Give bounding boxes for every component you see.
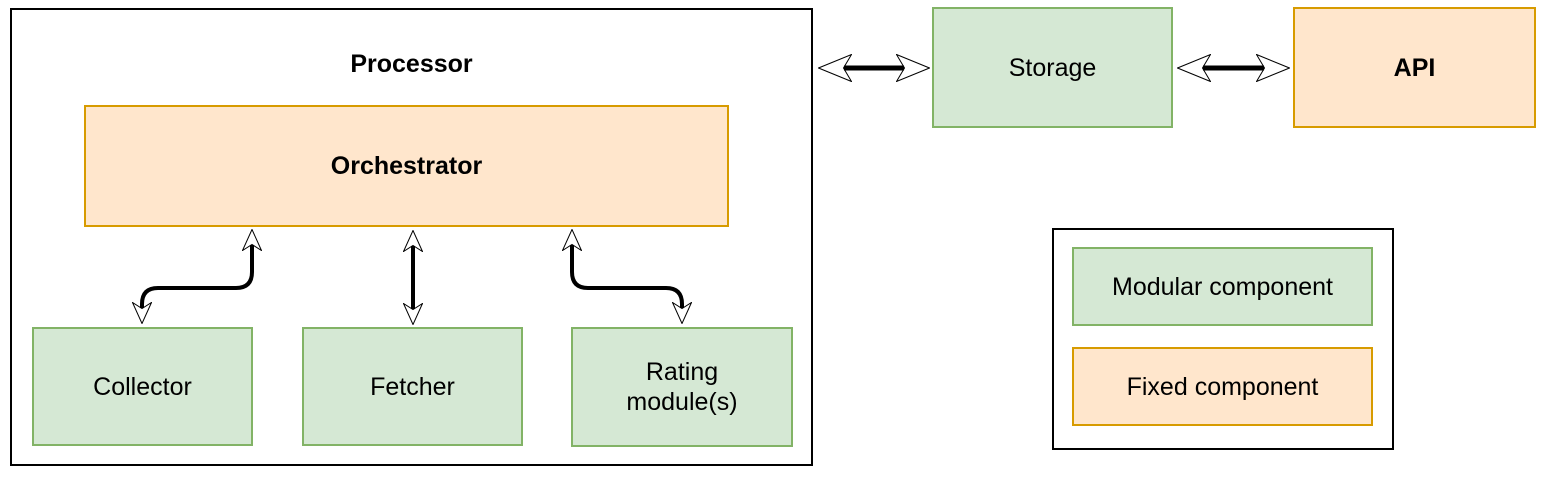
processor-container: Processor Orchestrator Collector Fetcher… <box>10 8 813 466</box>
collector-label: Collector <box>93 372 192 401</box>
storage-label: Storage <box>1008 53 1097 82</box>
rating-modules-node: Rating module(s) <box>571 327 793 447</box>
orchestrator-label: Orchestrator <box>330 152 483 180</box>
rating-modules-label: Rating module(s) <box>626 358 738 416</box>
storage-node: Storage <box>932 7 1173 128</box>
legend-modular-component: Modular component <box>1072 247 1373 326</box>
api-label: API <box>1393 53 1436 82</box>
api-node: API <box>1293 7 1536 128</box>
fetcher-node: Fetcher <box>302 327 523 446</box>
orchestrator-node: Orchestrator <box>84 105 729 227</box>
legend: Modular component Fixed component <box>1052 228 1394 450</box>
legend-modular-label: Modular component <box>1112 272 1333 301</box>
legend-fixed-label: Fixed component <box>1126 372 1319 401</box>
collector-node: Collector <box>32 327 253 446</box>
fetcher-label: Fetcher <box>370 372 455 401</box>
processor-title: Processor <box>350 50 473 78</box>
legend-fixed-component: Fixed component <box>1072 347 1373 426</box>
